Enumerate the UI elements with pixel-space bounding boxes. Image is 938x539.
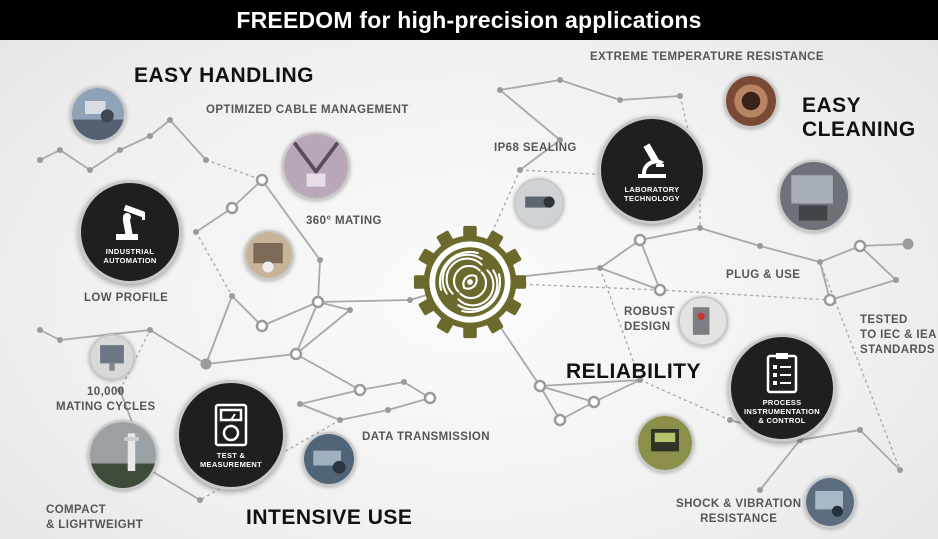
label-shock-vibration: SHOCK & VIBRATION RESISTANCE — [676, 498, 802, 525]
hub-industrial-automation: INDUSTRIAL AUTOMATION — [78, 180, 182, 284]
label-extreme-temperature: EXTREME TEMPERATURE RESISTANCE — [590, 51, 824, 63]
heading-easy-cleaning: EASY CLEANING — [802, 94, 916, 141]
photo-handheld-meter — [636, 414, 694, 472]
hub-label: LABORATORY TECHNOLOGY — [624, 184, 680, 203]
photo-vibration-test — [804, 476, 856, 528]
clipboard-checklist-icon — [766, 353, 798, 394]
photo-cleaning-machine — [778, 160, 850, 232]
photo-data-connector — [302, 432, 356, 486]
label-optimized-cable-management: OPTIMIZED CABLE MANAGEMENT — [206, 104, 409, 116]
photo-monitor-device — [89, 334, 135, 380]
hub-test-measurement: TEST & MEASUREMENT — [176, 380, 286, 490]
page-title: FREEDOM for high-precision applications — [236, 6, 702, 33]
hub-label: PROCESS INSTRUMENTATION & CONTROL — [744, 398, 820, 425]
photo-ip68-connector — [514, 178, 564, 228]
hub-process-instrumentation: PROCESS INSTRUMENTATION & CONTROL — [728, 334, 836, 442]
label-data-transmission: DATA TRANSMISSION — [362, 431, 490, 443]
label-tested-iec: TESTED TO IEC & IEA STANDARDS — [860, 314, 937, 356]
label-ip68-sealing: IP68 SEALING — [494, 142, 577, 154]
photo-delta-robot — [282, 132, 350, 200]
multimeter-icon — [214, 403, 248, 446]
page-header: FREEDOM for high-precision applications — [0, 0, 938, 40]
hub-label: INDUSTRIAL AUTOMATION — [103, 246, 157, 265]
label-plug-use: PLUG & USE — [726, 269, 801, 281]
hub-label: TEST & MEASUREMENT — [199, 450, 263, 469]
gear-logo-icon — [413, 225, 527, 339]
photo-robust-device — [678, 296, 728, 346]
label-compact-lightweight: COMPACT & LIGHTWEIGHT — [46, 504, 144, 531]
robot-arm-icon — [116, 204, 145, 240]
hub-laboratory-technology: LABORATORY TECHNOLOGY — [598, 116, 706, 224]
photo-operating-room — [70, 86, 126, 142]
photo-lab-equipment — [244, 230, 294, 280]
label-360-mating: 360° MATING — [306, 215, 382, 227]
microscope-icon — [638, 142, 666, 178]
label-low-profile: LOW PROFILE — [84, 292, 169, 304]
heading-reliability: RELIABILITY — [566, 360, 701, 383]
photo-weather-station — [88, 420, 158, 490]
heading-intensive-use: INTENSIVE USE — [246, 506, 413, 529]
photo-temperature-pipe — [724, 74, 778, 128]
heading-easy-handling: EASY HANDLING — [134, 64, 314, 87]
label-robust-design: ROBUST DESIGN — [624, 306, 675, 333]
label-mating-cycles: 10,000 MATING CYCLES — [56, 386, 156, 413]
